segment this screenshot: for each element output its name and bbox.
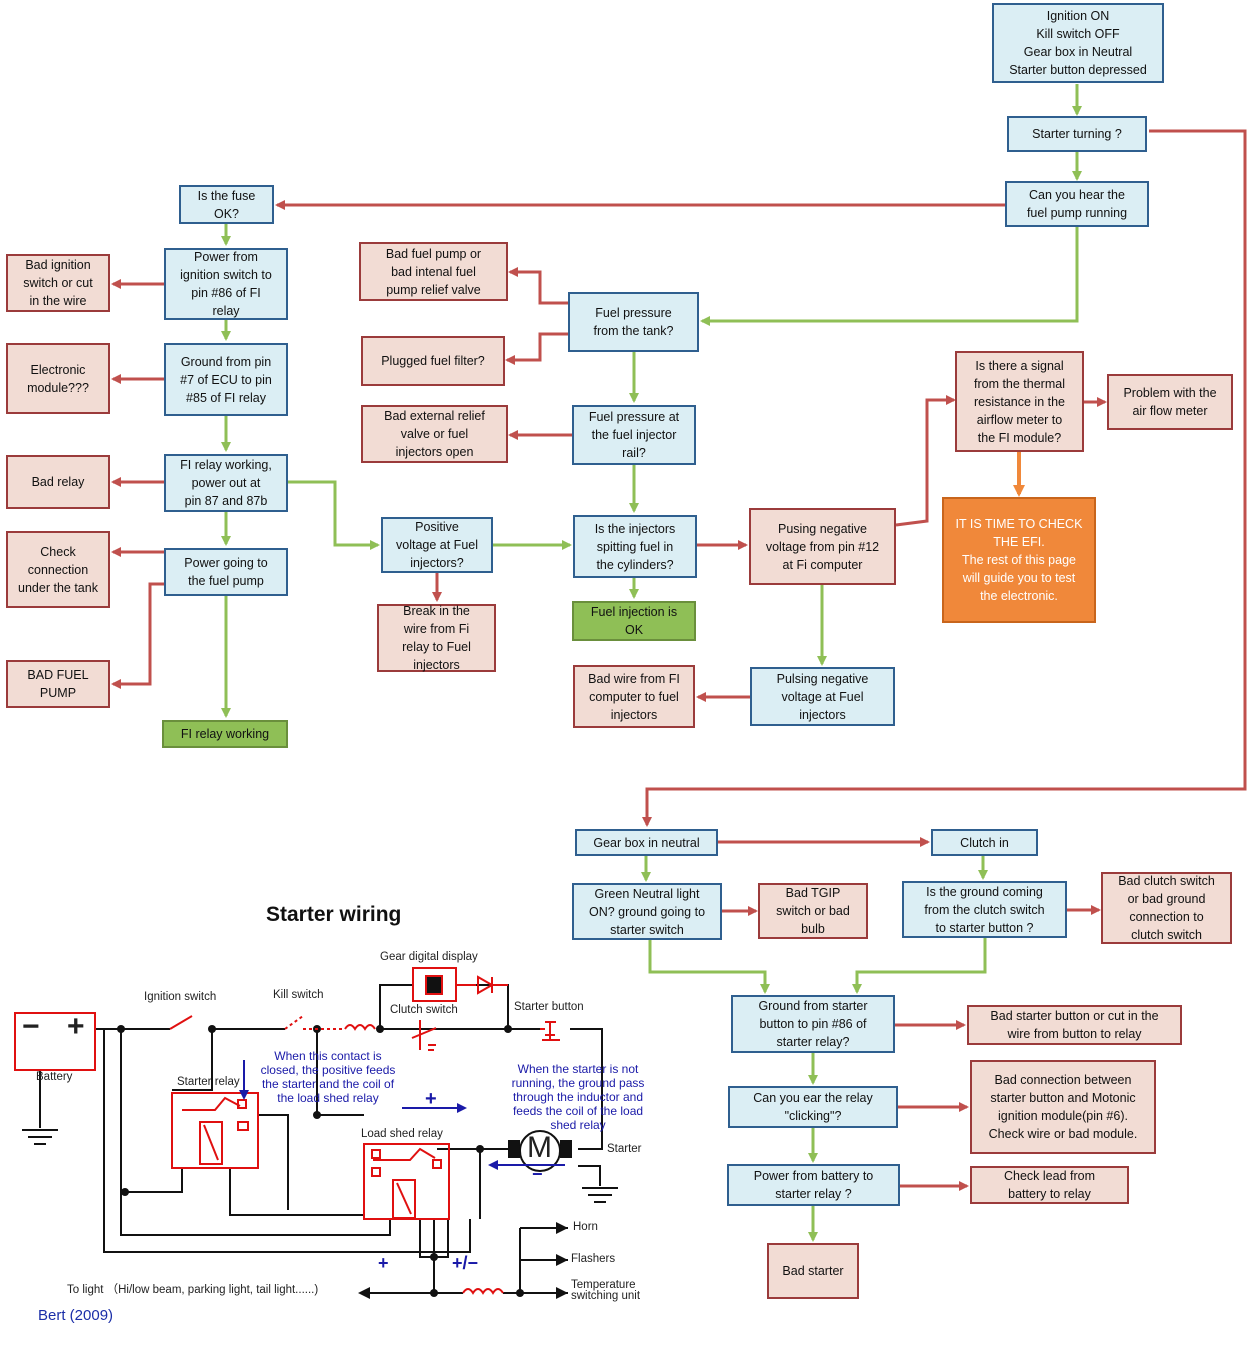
temperature-unit-label: Temperature switching unit (571, 1279, 641, 1302)
fuse-ok-question: Is the fuse OK? (179, 185, 274, 224)
bad-ignition-fault: Bad ignition switch or cut in the wire (6, 254, 110, 312)
motor-label: M (527, 1131, 552, 1164)
relay-clicking-question: Can you ear the relay "clicking"? (728, 1086, 898, 1128)
fi-relay-working-question: FI relay working, power out at pin 87 an… (164, 454, 288, 512)
ground-ecu-question: Ground from pin #7 of ECU to pin #85 of … (164, 343, 288, 416)
check-efi-notice: IT IS TIME TO CHECK THE EFI. The rest of… (942, 497, 1096, 623)
battery-plus: + (67, 1010, 85, 1043)
starter-button-label: Starter button (514, 1001, 584, 1013)
positive-sign-top: + (425, 1088, 437, 1110)
gearbox-neutral-question: Gear box in neutral (575, 829, 718, 856)
power-battery-question: Power from battery to starter relay ? (727, 1164, 900, 1206)
fuel-pressure-tank-question: Fuel pressure from the tank? (568, 292, 699, 352)
bad-external-relief-fault: Bad external relief valve or fuel inject… (361, 405, 508, 463)
ignition-switch-label: Ignition switch (144, 991, 217, 1003)
pulsing-injectors-question: Pulsing negative voltage at Fuel injecto… (750, 667, 895, 726)
fuel-pressure-rail-question: Fuel pressure at the fuel injector rail? (572, 405, 696, 465)
ground-starter-button-question: Ground from starter button to pin #86 of… (731, 995, 895, 1053)
thermal-signal-question: Is there a signal from the thermal resis… (955, 351, 1084, 452)
wiring-title: Starter wiring (266, 903, 402, 926)
starter-turning-question: Starter turning ? (1007, 116, 1147, 152)
positive-voltage-question: Positive voltage at Fuel injectors? (381, 517, 493, 573)
load-shed-relay-label: Load shed relay (361, 1128, 443, 1140)
bad-fuel-pump-fault: BAD FUEL PUMP (6, 660, 110, 708)
bad-connection-motonic-fault: Bad connection between starter button an… (970, 1060, 1156, 1154)
ground-clutch-question: Is the ground coming from the clutch swi… (902, 881, 1067, 938)
start-conditions: Ignition ON Kill switch OFF Gear box in … (992, 3, 1164, 83)
bad-clutch-fault: Bad clutch switch or bad ground connecti… (1101, 872, 1232, 944)
positive-sign-bottom: + (378, 1253, 389, 1273)
starter-relay-label: Starter relay (177, 1076, 240, 1088)
fuel-injection-ok: Fuel injection is OK (572, 601, 696, 641)
contact-closed-note: When this contact is closed, the positiv… (260, 1049, 396, 1105)
airflow-meter-fault: Problem with the air flow meter (1107, 374, 1233, 430)
clutch-switch-label: Clutch switch (390, 1004, 458, 1016)
gear-display-label: Gear digital display (380, 951, 478, 963)
bad-starter-button-fault: Bad starter button or cut in the wire fr… (967, 1005, 1182, 1045)
bad-tgip-fault: Bad TGIP switch or bad bulb (758, 883, 868, 939)
flashers-label: Flashers (571, 1253, 616, 1265)
bad-relay-fault: Bad relay (6, 455, 110, 509)
to-light-label: To light （Hi/low beam, parking light, ta… (67, 1284, 319, 1296)
negative-sign: − (532, 1164, 543, 1184)
check-lead-fault: Check lead from battery to relay (970, 1166, 1129, 1204)
bad-wire-fi-fault: Bad wire from FI computer to fuel inject… (573, 665, 695, 728)
kill-switch-label: Kill switch (273, 989, 324, 1001)
bad-starter-fault: Bad starter (767, 1243, 859, 1299)
plus-minus-sign: +/− (452, 1253, 479, 1273)
plugged-filter-fault: Plugged fuel filter? (361, 336, 505, 386)
hear-fuel-pump-question: Can you hear the fuel pump running (1005, 181, 1149, 227)
break-wire-fault: Break in the wire from Fi relay to Fuel … (377, 604, 496, 672)
starter-not-running-note: When the starter is not running, the gro… (511, 1062, 645, 1132)
check-connection-fault: Check connection under the tank (6, 531, 110, 608)
bad-pump-relief-fault: Bad fuel pump or bad intenal fuel pump r… (359, 242, 508, 301)
power-fuel-pump-question: Power going to the fuel pump (164, 548, 288, 596)
credit: Bert (2009) (38, 1307, 114, 1324)
electronic-module-fault: Electronic module??? (6, 343, 110, 414)
pulsing-pin12-question: Pusing negative voltage from pin #12 at … (749, 508, 896, 585)
battery-minus: − (22, 1010, 40, 1043)
horn-label: Horn (573, 1221, 598, 1233)
battery-label: Battery (36, 1071, 73, 1083)
fi-relay-working-ok: FI relay working (162, 720, 288, 748)
green-neutral-question: Green Neutral light ON? ground going to … (572, 883, 722, 940)
starter-label: Starter (607, 1143, 642, 1155)
clutch-in-question: Clutch in (931, 829, 1038, 856)
power-ignition-question: Power from ignition switch to pin #86 of… (164, 248, 288, 320)
injectors-spitting-question: Is the injectors spitting fuel in the cy… (573, 515, 697, 578)
